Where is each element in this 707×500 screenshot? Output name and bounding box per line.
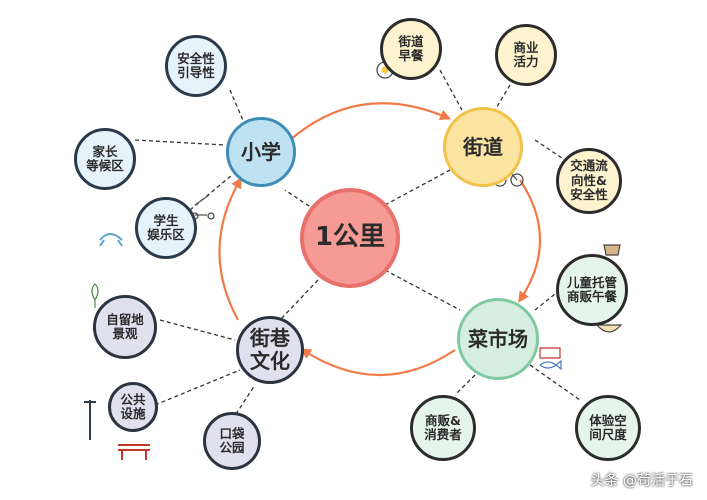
leaf-vendors-consumers: 商贩& 消费者 [410,395,476,461]
link-center-school [284,189,316,211]
leaf-experience-scale: 体验空 间尺度 [575,395,641,461]
bench-icon [118,444,150,460]
leaf-commerce-label: 商业 活力 [513,39,539,69]
stall-icon [539,347,561,359]
bowl-icon [595,324,623,333]
link-street-breakfast [439,69,463,111]
rocking-horse-icon [99,233,123,247]
leaf-breakfast-label: 街道 早餐 [398,33,424,63]
leaf-pocket-label: 口袋 公园 [219,425,245,455]
link-market-experience [529,364,581,401]
leaf-play-label: 学生 娱乐区 [147,212,185,242]
leaf-student-play: 学生 娱乐区 [135,197,197,259]
leaf-commerce: 商业 活力 [495,24,557,86]
link-market-vendors [454,374,476,396]
link-alley-garden [159,319,236,341]
cycle-arrow-alley-school [218,177,242,321]
cycle-arrow-street-market [518,179,542,303]
link-school-parent [134,139,226,146]
leaf-public-facilities: 公共 设施 [108,382,158,432]
hub-street-label: 街道 [463,134,503,159]
watermark: 头条 @茍活于石 [590,473,693,489]
fish-icon [539,359,562,371]
hub-alley-culture: 街巷 文化 [236,316,304,384]
leaf-childcare: 儿童托管 商贩午餐 [556,254,628,326]
center-label: 1公里 [314,222,386,253]
leaf-parent-label: 家长 等候区 [86,143,124,173]
link-center-street [384,169,451,206]
leaf-traffic-label: 交通流 向性& 安全性 [570,158,608,203]
leaf-safety-label: 安全性 引导性 [177,50,215,80]
link-alley-facilities [154,369,241,406]
coffee-cup-icon [603,244,621,256]
hub-street: 街道 [443,107,523,187]
leaf-experience-label: 体验空 间尺度 [589,412,627,442]
plant-icon [91,283,99,308]
leaf-breakfast: 街道 早餐 [380,18,442,80]
hub-alley-label: 街巷 文化 [250,326,290,373]
leaf-traffic: 交通流 向性& 安全性 [556,148,622,214]
leaf-garden-label: 自留地 景观 [106,311,144,341]
leaf-facilities-label: 公共 设施 [120,391,146,421]
hub-school: 小学 [226,117,296,187]
link-center-alley [279,279,319,321]
link-school-safety [229,89,246,126]
link-street-commerce [494,84,511,111]
hub-market-label: 菜市场 [468,326,528,351]
leaf-vendors-label: 商贩& 消费者 [424,412,462,442]
link-market-childcare [534,289,561,311]
link-center-market [384,269,461,311]
cycle-arrow-market-alley [300,348,456,377]
leaf-safety-guidance: 安全性 引导性 [165,35,227,97]
cycle-arrow-school-street [289,102,452,141]
doodle-icons [84,61,623,460]
link-street-traffic [534,139,566,161]
hub-market: 菜市场 [457,298,539,380]
center-node-1km: 1公里 [300,188,400,288]
leaf-childcare-label: 儿童托管 商贩午餐 [566,274,617,304]
hub-school-label: 小学 [241,139,281,164]
leaf-pocket-park: 口袋 公园 [203,412,261,470]
street-lamp-icon [84,400,96,440]
leaf-parent-waiting: 家长 等候区 [74,128,136,190]
leaf-garden-landscape: 自留地 景观 [93,295,157,359]
scooter-icon [194,194,210,216]
